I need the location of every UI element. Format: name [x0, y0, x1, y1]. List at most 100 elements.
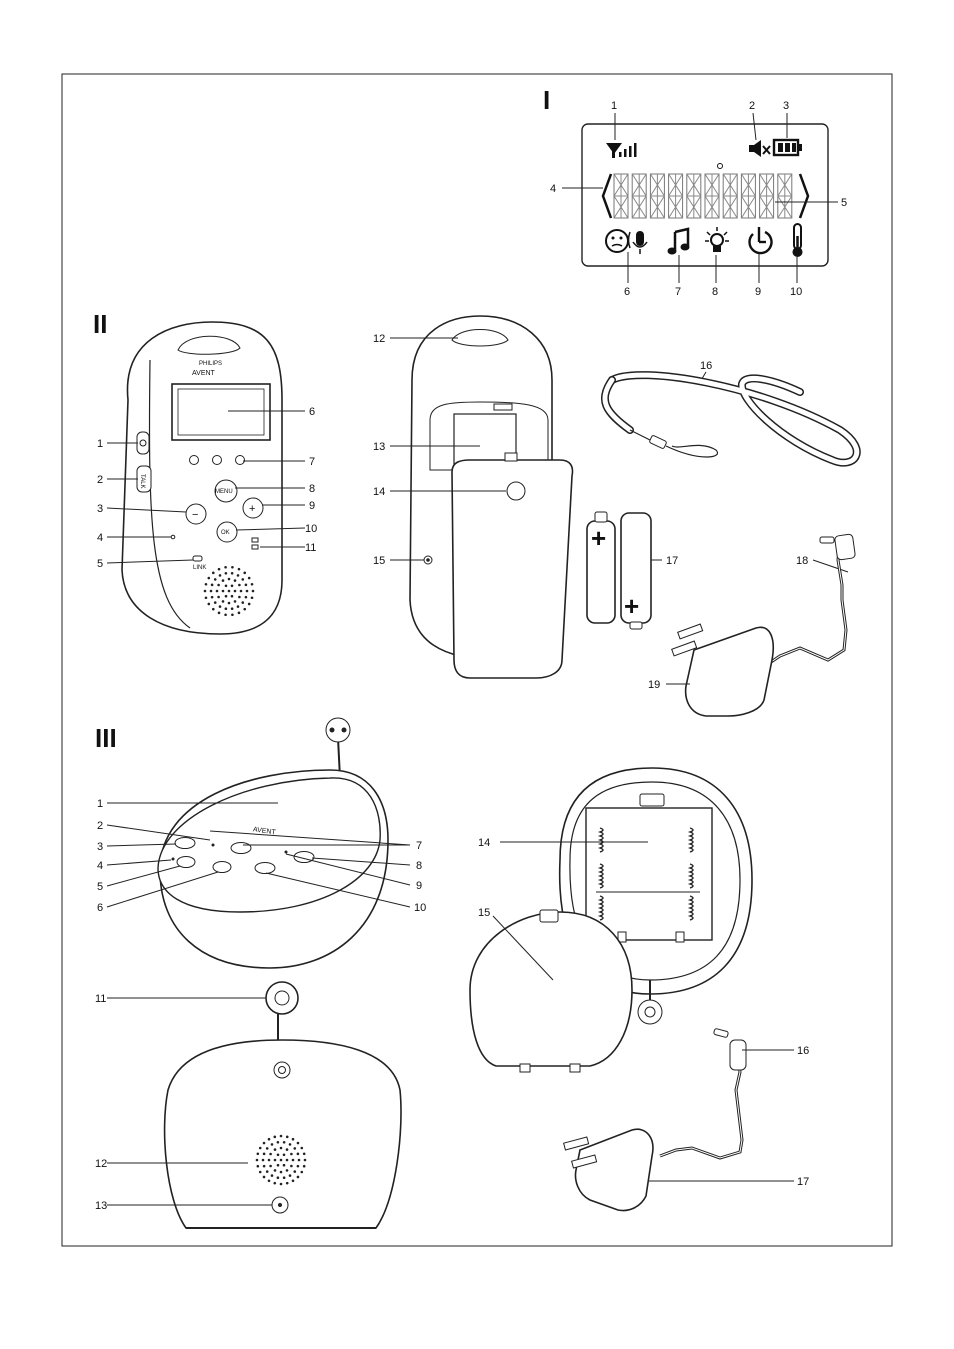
speaker-hole — [212, 608, 215, 611]
speaker-hole — [293, 1147, 296, 1150]
parent-callout-10: 10 — [305, 523, 317, 535]
baby-callout-1: 1 — [97, 798, 103, 810]
baby-callout-13: 13 — [95, 1200, 107, 1212]
baby-volume-down-button[interactable] — [255, 863, 275, 874]
speaker-hole — [266, 1170, 269, 1173]
parent-unit-back — [410, 316, 573, 678]
speaker-hole — [228, 602, 231, 605]
baby-parent-button[interactable] — [175, 838, 195, 849]
neck-strap — [605, 372, 857, 463]
speaker-hole — [257, 1165, 260, 1168]
speaker-hole — [214, 601, 217, 604]
parent-callout-3: 3 — [97, 503, 103, 515]
speaker-hole — [277, 1164, 280, 1167]
speaker-hole — [231, 585, 234, 588]
speaker-hole — [224, 566, 227, 569]
baby-callout-10: 10 — [414, 902, 426, 914]
speaker-hole — [208, 577, 211, 580]
baby-callout-17: 17 — [797, 1176, 809, 1188]
baby-nightlight-button[interactable] — [213, 862, 231, 873]
speaker-hole — [234, 579, 237, 582]
parent-ok-button[interactable]: OK — [217, 522, 237, 542]
lcd-callout-4: 4 — [550, 183, 556, 195]
battery-aaa-2: + — [621, 513, 651, 629]
speaker-hole — [211, 584, 214, 587]
baby-power-button[interactable] — [231, 843, 251, 854]
baby-callout-9: 9 — [416, 880, 422, 892]
baby-battery-cover — [470, 912, 632, 1066]
baby-callout-16: 16 — [797, 1045, 809, 1057]
speaker-hole — [280, 1135, 283, 1138]
speaker-hole — [280, 1159, 283, 1162]
speaker-hole — [248, 577, 251, 580]
parent-power-adapter — [666, 534, 856, 716]
speaker-hole — [237, 605, 240, 608]
ok-button-label: OK — [221, 530, 230, 536]
baby-link-light — [285, 851, 288, 854]
speaker-hole — [263, 1165, 266, 1168]
lcd-callout-3: 3 — [783, 100, 789, 112]
speaker-hole — [256, 1159, 259, 1162]
speaker-hole — [286, 1148, 289, 1151]
speaker-hole — [225, 572, 228, 575]
parent-charge-light — [252, 538, 258, 542]
talk-button-label: TALK — [139, 474, 145, 489]
speaker-hole — [248, 603, 251, 606]
speaker-hole — [225, 585, 228, 588]
minus-button-label: − — [192, 509, 198, 521]
speaker-hole — [266, 1147, 269, 1150]
baby-callout-5: 5 — [97, 881, 103, 893]
speaker-hole — [231, 613, 234, 616]
section-numeral-3: III — [95, 723, 117, 753]
lcd-callout-9: 9 — [755, 286, 761, 298]
baby-callout-12: 12 — [95, 1158, 107, 1170]
parent-callout-9: 9 — [309, 500, 315, 512]
parent-link-light — [193, 556, 202, 561]
plus-button-label: + — [249, 503, 255, 515]
speaker-hole — [218, 612, 221, 615]
speaker-hole — [237, 574, 240, 577]
speaker-hole — [290, 1153, 293, 1156]
speaker-hole — [231, 572, 234, 575]
speaker-hole — [273, 1136, 276, 1139]
speaker-hole — [268, 1179, 271, 1182]
parent-power-button[interactable] — [137, 432, 149, 454]
speaker-hole — [252, 590, 255, 593]
speaker-hole — [211, 596, 214, 599]
speaker-hole — [286, 1182, 289, 1185]
baby-callout-11: 11 — [95, 993, 106, 1005]
baby-callout-3: 3 — [97, 841, 103, 853]
parent-talk-button[interactable]: TALK — [137, 466, 151, 492]
battery-level-icon — [774, 140, 802, 155]
speaker-hole — [289, 1174, 292, 1177]
speaker-hole — [304, 1159, 307, 1162]
speaker-hole — [234, 600, 237, 603]
lcd-callout-10: 10 — [790, 286, 802, 298]
parent-callout-14: 14 — [373, 486, 385, 498]
parent-volume-down-button[interactable]: − — [186, 504, 206, 524]
lcd-callout-7: 7 — [675, 286, 681, 298]
speaker-hole — [286, 1159, 289, 1162]
speaker-hole — [303, 1165, 306, 1168]
parent-menu-button[interactable]: MENU — [215, 480, 237, 502]
parent-callout-4: 4 — [97, 532, 103, 544]
speaker-hole — [280, 1147, 283, 1150]
speaker-hole — [297, 1176, 300, 1179]
speaker-hole — [268, 1138, 271, 1141]
speaker-hole — [292, 1138, 295, 1141]
speaker-hole — [274, 1169, 277, 1172]
lcd-callout-8: 8 — [712, 286, 718, 298]
speaker-hole — [262, 1159, 265, 1162]
baby-callout-7: 7 — [416, 840, 422, 852]
baby-callout-6: 6 — [97, 902, 103, 914]
lcd-display — [582, 124, 828, 266]
speaker-hole — [292, 1179, 295, 1182]
speaker-hole — [268, 1159, 271, 1162]
parent-volume-up-button[interactable]: + — [243, 498, 263, 518]
speaker-hole — [219, 605, 222, 608]
speaker-hole — [217, 584, 220, 587]
battery-cover-release[interactable] — [507, 482, 525, 500]
speaker-hole — [218, 568, 221, 571]
speaker-hole — [274, 1159, 277, 1162]
